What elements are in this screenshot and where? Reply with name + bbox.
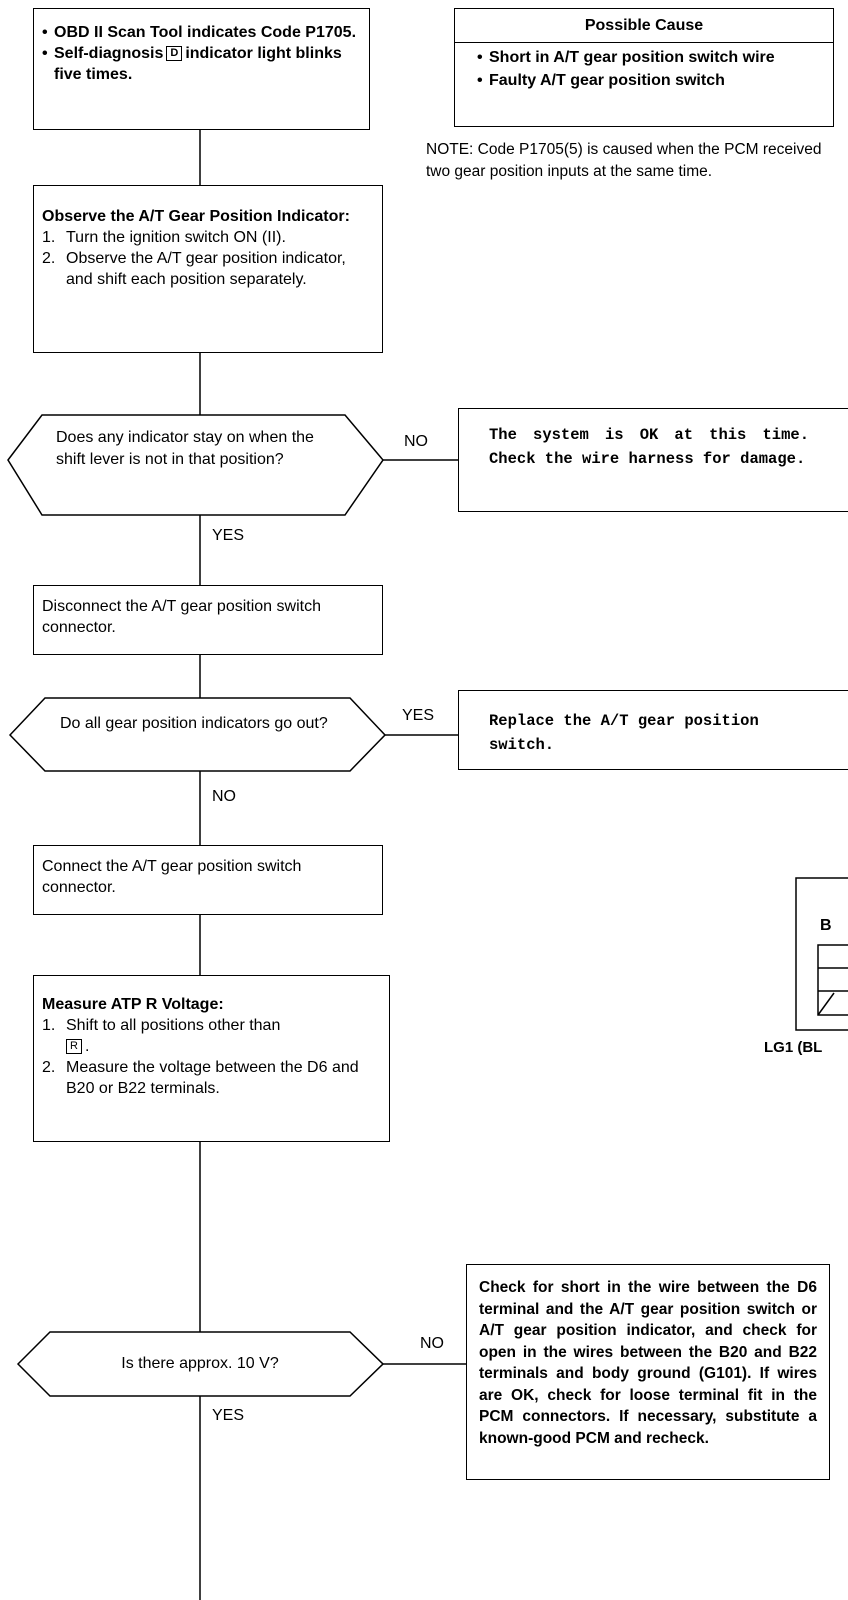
result3-text: Check for short in the wire between the … <box>479 1279 817 1447</box>
decision1-text: Does any indicator stay on when the shif… <box>56 429 314 468</box>
result1-box: The system is OK at this time. Check the… <box>458 408 848 512</box>
observe-title: Observe the A/T Gear Position Indicator: <box>42 208 350 225</box>
result1-text: The system is OK at this time. Check the… <box>489 426 809 468</box>
decision2-yes-label: YES <box>402 707 435 724</box>
r-position-badge: R <box>66 1039 82 1054</box>
decision3-no-label: NO <box>420 1335 444 1352</box>
decision2-no-label: NO <box>212 788 236 805</box>
possible-cause-title: Possible Cause <box>455 9 833 43</box>
d-indicator-badge: D <box>166 46 183 61</box>
measure-title: Measure ATP R Voltage: <box>42 996 224 1013</box>
decision1-no-label: NO <box>404 433 428 450</box>
disconnect-box: Disconnect the A/T gear position switch … <box>33 585 383 655</box>
note-text: NOTE: Code P1705(5) is caused when the P… <box>426 141 822 180</box>
result2-text: Replace the A/T gear position switch. <box>489 712 759 754</box>
side-figure-caption: LG1 (BL <box>764 1039 823 1056</box>
decision3-shape <box>16 1331 385 1397</box>
decision2-text: Do all gear position indicators go out? <box>60 715 328 732</box>
connector-figure-inner <box>817 944 848 1016</box>
connector-figure-wedge <box>817 992 835 1016</box>
observe-step-1: 1.Turn the ignition switch ON (II). <box>42 229 286 246</box>
decision3-text: Is there approx. 10 V? <box>121 1355 279 1372</box>
start-box: OBD II Scan Tool indicates Code P1705. S… <box>33 8 370 130</box>
decision1-yes-label: YES <box>212 527 245 544</box>
result2-box: Replace the A/T gear position switch. <box>458 690 848 770</box>
measure-step-2: 2.Measure the voltage between the D6 and… <box>42 1059 359 1097</box>
decision1-shape <box>7 414 384 516</box>
result3-box: Check for short in the wire between the … <box>466 1264 830 1480</box>
measure-box: Measure ATP R Voltage: 1.Shift to all po… <box>33 975 390 1142</box>
start-bullet-1: OBD II Scan Tool indicates Code P1705. <box>42 22 361 43</box>
possible-cause-box: Possible Cause Short in A/T gear positio… <box>454 8 834 127</box>
decision3-yes-label: YES <box>212 1407 245 1424</box>
possible-cause-item: Faulty A/T gear position switch <box>477 70 825 91</box>
possible-cause-item: Short in A/T gear position switch wire <box>477 47 825 68</box>
decision2-shape <box>8 697 387 772</box>
observe-step-2: 2.Observe the A/T gear position indicato… <box>42 250 346 288</box>
disconnect-text: Disconnect the A/T gear position switch … <box>42 598 321 636</box>
observe-box: Observe the A/T Gear Position Indicator:… <box>33 185 383 353</box>
connect-box: Connect the A/T gear position switch con… <box>33 845 383 915</box>
connect-text: Connect the A/T gear position switch con… <box>42 858 302 896</box>
side-figure-letter: B <box>820 917 832 934</box>
